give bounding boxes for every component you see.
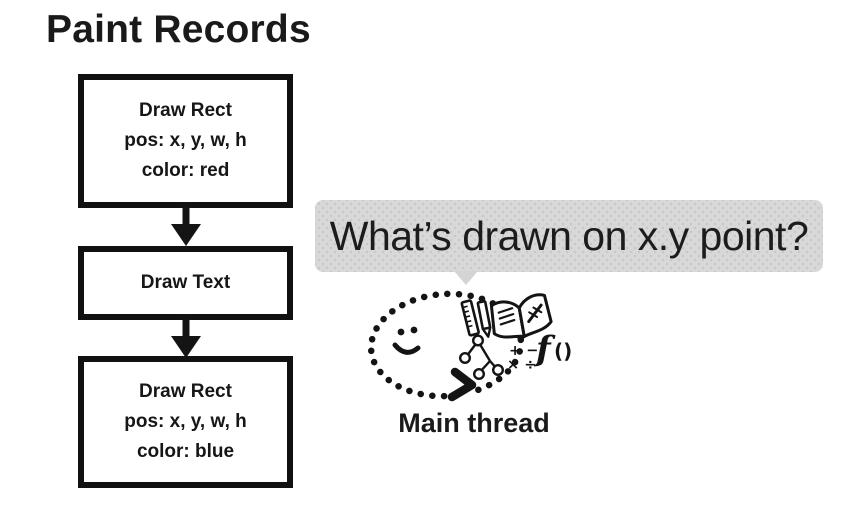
record-box-draw-rect-red: Draw Rect pos: x, y, w, h color: red xyxy=(78,74,293,208)
smiley-face-icon xyxy=(392,326,421,355)
main-thread-doodle: + − × ÷ f () xyxy=(367,290,572,402)
function-notation-icon: f () xyxy=(534,329,572,369)
record-line: Draw Rect xyxy=(139,100,232,121)
open-book-icon xyxy=(489,293,553,339)
function-parens: () xyxy=(554,339,572,363)
pencil-icon xyxy=(476,300,492,338)
tree-graph-icon xyxy=(458,334,504,380)
question-bubble-text: What’s drawn on x.y point? xyxy=(329,212,809,259)
math-symbols-bottom: × ÷ xyxy=(507,357,536,373)
record-line: Draw Text xyxy=(140,272,231,293)
ruler-icon xyxy=(460,299,480,337)
question-bubble-tail xyxy=(454,271,478,285)
flow-arrow-down-icon xyxy=(171,319,201,358)
function-f: f xyxy=(534,329,556,369)
slide-title: Paint Records xyxy=(46,8,311,51)
question-bubble: What’s drawn on x.y point? xyxy=(315,200,823,285)
math-symbols-icon: + − × ÷ xyxy=(507,343,538,373)
record-box-draw-rect-blue: Draw Rect pos: x, y, w, h color: blue xyxy=(78,356,293,488)
record-line: pos: x, y, w, h xyxy=(124,411,247,432)
record-line: color: red xyxy=(141,160,230,181)
record-line: color: blue xyxy=(136,441,235,462)
chevron-arrow-icon xyxy=(446,367,477,402)
record-line: Draw Rect xyxy=(139,381,232,402)
record-box-draw-text: Draw Text xyxy=(78,246,293,320)
flow-arrow-down-icon xyxy=(171,207,201,246)
record-line: pos: x, y, w, h xyxy=(124,130,247,151)
main-thread-label: Main thread xyxy=(398,408,550,438)
math-symbols-top: + − xyxy=(509,343,538,359)
dotted-loop-icon xyxy=(367,290,525,400)
